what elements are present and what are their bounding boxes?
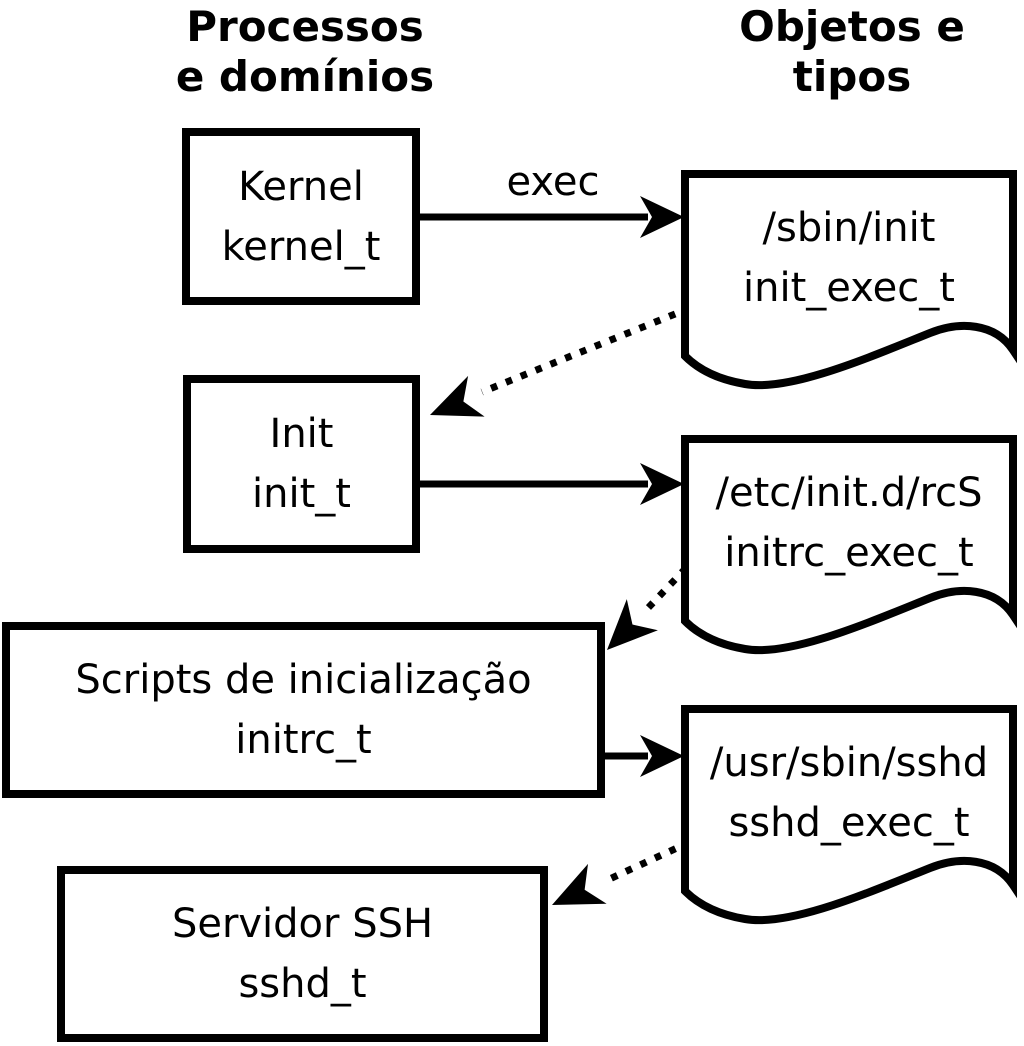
- process-name: Servidor SSH: [171, 901, 434, 947]
- kernel-box-label: Kernel kernel_t: [182, 128, 420, 305]
- exec-edge-label: exec: [506, 159, 600, 205]
- transition-arrow-sshd-line: [601, 838, 692, 886]
- exec-arrow-init-head: [640, 463, 684, 505]
- process-type: kernel_t: [221, 223, 381, 270]
- object-type: sshd_exec_t: [728, 800, 970, 846]
- process-name: Init: [269, 411, 334, 457]
- left-column-header: Processos e domínios: [175, 2, 435, 101]
- object-path: /usr/sbin/sshd: [709, 740, 989, 786]
- transition-arrow-sshd-head: [552, 863, 607, 905]
- object-type: init_exec_t: [743, 265, 955, 311]
- exec-arrow-kernel-head: [640, 196, 684, 238]
- right-column-header: Objetos e tipos: [739, 2, 965, 101]
- usr-sbin-sshd-document-label: /usr/sbin/sshd sshd_exec_t: [681, 705, 1017, 881]
- exec-arrow-initrc-head: [640, 735, 684, 777]
- sbin-init-document-label: /sbin/init init_exec_t: [681, 170, 1017, 346]
- object-path: /etc/init.d/rcS: [715, 470, 983, 516]
- init-box-label: Init init_t: [183, 375, 420, 553]
- process-type: init_t: [252, 471, 351, 517]
- etc-initd-rcs-document-label: /etc/init.d/rcS initrc_exec_t: [681, 435, 1017, 611]
- sbin-init-document-shape: [681, 170, 1017, 390]
- usr-sbin-sshd-document-shape: [681, 705, 1017, 925]
- object-type: initrc_exec_t: [724, 530, 974, 576]
- init-process-box: [183, 375, 420, 553]
- process-type: initrc_t: [235, 717, 372, 763]
- etc-initd-rcs-document-shape: [681, 435, 1017, 655]
- object-path: /sbin/init: [762, 205, 936, 251]
- process-name: Kernel: [238, 163, 364, 210]
- process-type: sshd_t: [238, 961, 367, 1007]
- transition-arrow-init-head: [430, 375, 485, 417]
- initrc-box-label: Scripts de inicialização initrc_t: [2, 622, 605, 798]
- process-name: Scripts de inicialização: [75, 657, 532, 703]
- kernel-process-box: [182, 128, 420, 305]
- sshd-process-box: [57, 866, 548, 1042]
- transition-arrow-init-line: [480, 304, 692, 396]
- initrc-process-box: [2, 622, 605, 798]
- sshd-box-label: Servidor SSH sshd_t: [57, 866, 548, 1042]
